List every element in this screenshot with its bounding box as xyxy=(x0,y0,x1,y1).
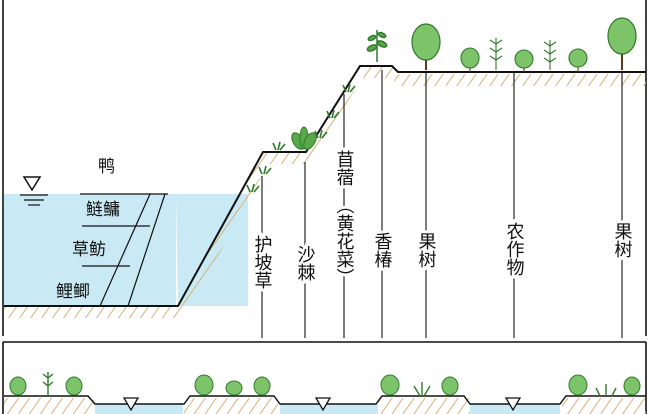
ground-profile xyxy=(4,65,646,307)
crop-row xyxy=(460,38,588,72)
label-slope-grass: 护坡草 xyxy=(252,235,273,289)
label-alfalfa: 苜蓿 xyxy=(334,150,355,186)
depth-line-2 xyxy=(127,193,166,307)
water-level-icon xyxy=(20,176,48,206)
label-toona: 香椿 xyxy=(372,232,393,268)
tree-icon xyxy=(411,17,637,70)
grass-icon xyxy=(246,83,356,193)
sapling-icon xyxy=(366,30,388,62)
depth-line-1 xyxy=(99,193,151,307)
pointer-lines xyxy=(261,70,623,338)
label-carp-crucian: 鲤鲫 xyxy=(56,282,90,302)
lower-section xyxy=(2,341,647,414)
label-sea-buckthorn: 沙棘 xyxy=(295,245,316,281)
label-silver-bighead: 鲢鳙 xyxy=(86,200,120,220)
label-fruit-tree-1: 果树 xyxy=(416,232,437,268)
label-fruit-tree-2: 果树 xyxy=(612,222,633,258)
shrub-icon xyxy=(291,126,317,150)
label-grass-bream: 草鲂 xyxy=(72,240,106,260)
label-crops: 农作物 xyxy=(504,222,525,276)
label-daylily: （黄花菜） xyxy=(334,196,355,286)
label-duck: 鸭 xyxy=(98,157,115,177)
